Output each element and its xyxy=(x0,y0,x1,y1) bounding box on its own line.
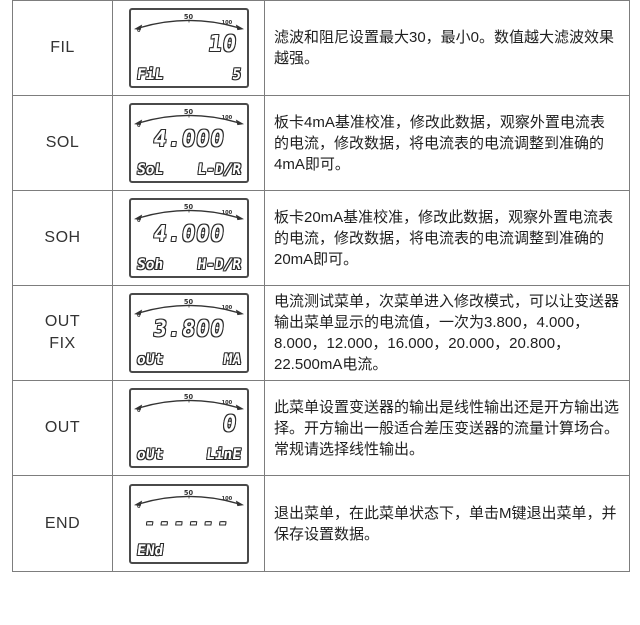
menu-description: 电流测试菜单，次菜单进入修改模式，可以让变送器输出菜单显示的电流值，一次为3.8… xyxy=(274,293,620,373)
lcd-bottom-row: oUt MA xyxy=(136,352,242,368)
menu-description: 滤波和阻尼设置最大30，最小0。数值越大滤波效果越强。 xyxy=(274,29,615,67)
scale-fifty-label: 50 xyxy=(183,393,193,401)
menu-description: 板卡4mA基准校准，修改此数据，观察外置电流表的电流，修改数据，将电流表的电流调… xyxy=(274,113,605,173)
scale-zero-label: 0 xyxy=(137,218,141,223)
table-row: SOL 0 50 100 4.000 SoL L-D/R 板卡4mA xyxy=(13,96,629,191)
scale-left-arrow-icon xyxy=(133,214,142,221)
scale-arc: 0 50 100 xyxy=(133,298,244,318)
scale-arc: 0 50 100 xyxy=(133,393,244,413)
scale-zero-label: 0 xyxy=(137,123,141,128)
table-row: OUT 0 50 100 0 oUt LinE 此菜单设置变送器的输 xyxy=(13,381,629,476)
lcd-menu-name: oUt xyxy=(135,447,164,463)
lcd-display: 0 50 100 0 oUt LinE xyxy=(128,388,249,468)
scale-zero-label: 0 xyxy=(137,504,141,509)
menu-description: 板卡20mA基准校准，修改此数据，观察外置电流表的电流，修改数据，将电流表的电流… xyxy=(274,208,614,268)
scale-left-arrow-icon xyxy=(133,24,142,31)
scale-right-arrow-icon xyxy=(235,119,244,126)
scale-hundred-label: 100 xyxy=(221,20,232,26)
scale-arc: 0 50 100 xyxy=(133,203,244,223)
lcd-unit-label: MA xyxy=(222,352,242,368)
lcd-unit-label: L-D/R xyxy=(195,162,242,178)
table-row: SOH 0 50 100 4.000 Soh H-D/R 板卡20m xyxy=(13,191,629,286)
lcd-display: 0 50 100 3.800 oUt MA xyxy=(128,293,249,373)
scale-hundred-label: 100 xyxy=(221,115,232,121)
lcd-main-value: 3.800 xyxy=(151,317,226,342)
lcd-main-value: 10 xyxy=(206,32,239,57)
lcd-menu-name: FiL xyxy=(135,67,164,83)
scale-left-arrow-icon xyxy=(133,500,142,506)
lcd-bottom-row: SoL L-D/R xyxy=(136,162,242,178)
table-row: END 0 50 100 ------ ENd 退出菜单，在此菜单 xyxy=(13,476,629,571)
lcd-cell: 0 50 100 ------ ENd xyxy=(113,476,265,571)
lcd-bottom-row: Soh H-D/R xyxy=(136,257,242,273)
lcd-display: 0 50 100 ------ ENd xyxy=(128,483,249,564)
scale-hundred-label: 100 xyxy=(221,496,232,502)
scale-right-arrow-icon xyxy=(235,500,244,506)
menu-code: SOL xyxy=(13,96,113,190)
scale-hundred-label: 100 xyxy=(221,305,232,311)
lcd-menu-name: Soh xyxy=(135,257,164,273)
lcd-cell: 0 50 100 0 oUt LinE xyxy=(113,381,265,475)
menu-description: 退出菜单，在此菜单状态下，单击M键退出菜单，并保存设置数据。 xyxy=(274,504,617,543)
lcd-main-value: 4.000 xyxy=(151,127,226,152)
scale-right-arrow-icon xyxy=(235,309,244,316)
scale-zero-label: 0 xyxy=(137,28,141,33)
menu-code: FIL xyxy=(13,1,113,95)
scale-fifty-label: 50 xyxy=(183,203,193,211)
lcd-main-value: 4.000 xyxy=(151,222,226,247)
scale-right-arrow-icon xyxy=(235,24,244,31)
lcd-main-value: ------ xyxy=(143,512,234,532)
lcd-unit-label: 5 xyxy=(230,67,242,83)
menu-code: END xyxy=(13,476,113,571)
menu-code: OUT FIX xyxy=(13,286,113,380)
lcd-menu-name: oUt xyxy=(135,352,164,368)
scale-fifty-label: 50 xyxy=(183,298,193,306)
menu-code: SOH xyxy=(13,191,113,285)
scale-left-arrow-icon xyxy=(133,404,142,411)
menu-table: FIL 0 50 100 10 FiL 5 滤波和阻尼设置最大30， xyxy=(12,0,630,572)
scale-fifty-label: 50 xyxy=(183,13,193,21)
lcd-menu-name: SoL xyxy=(135,162,164,178)
lcd-unit-label xyxy=(240,543,242,559)
lcd-unit-label: H-D/R xyxy=(195,257,242,273)
lcd-bottom-row: ENd xyxy=(136,543,242,559)
scale-hundred-label: 100 xyxy=(221,210,232,216)
lcd-display: 0 50 100 4.000 SoL L-D/R xyxy=(128,103,249,183)
scale-hundred-label: 100 xyxy=(221,400,232,406)
scale-zero-label: 0 xyxy=(137,313,141,318)
scale-right-arrow-icon xyxy=(235,404,244,411)
lcd-menu-name: ENd xyxy=(135,542,164,559)
lcd-display: 0 50 100 4.000 Soh H-D/R xyxy=(128,198,249,278)
lcd-cell: 0 50 100 4.000 Soh H-D/R xyxy=(113,191,265,285)
lcd-cell: 0 50 100 4.000 SoL L-D/R xyxy=(113,96,265,190)
table-row: OUT FIX 0 50 100 3.800 oUt MA 电流测试 xyxy=(13,286,629,381)
scale-right-arrow-icon xyxy=(235,214,244,221)
lcd-cell: 0 50 100 10 FiL 5 xyxy=(113,1,265,95)
scale-left-arrow-icon xyxy=(133,119,142,126)
scale-arc: 0 50 100 xyxy=(133,13,244,33)
scale-zero-label: 0 xyxy=(137,408,141,413)
lcd-display: 0 50 100 10 FiL 5 xyxy=(128,8,249,88)
lcd-unit-label: LinE xyxy=(204,447,242,463)
lcd-bottom-row: oUt LinE xyxy=(136,447,242,463)
scale-fifty-label: 50 xyxy=(183,108,193,116)
scale-fifty-label: 50 xyxy=(183,488,193,496)
lcd-bottom-row: FiL 5 xyxy=(136,67,242,83)
scale-left-arrow-icon xyxy=(133,309,142,316)
table-row: FIL 0 50 100 10 FiL 5 滤波和阻尼设置最大30， xyxy=(13,1,629,96)
scale-arc: 0 50 100 xyxy=(133,488,244,509)
menu-description: 此菜单设置变送器的输出是线性输出还是开方输出选择。开方输出一般适合差压变送器的流… xyxy=(274,398,620,458)
scale-arc: 0 50 100 xyxy=(133,108,244,128)
menu-code: OUT xyxy=(13,381,113,475)
lcd-main-value: 0 xyxy=(220,412,239,437)
lcd-cell: 0 50 100 3.800 oUt MA xyxy=(113,286,265,380)
